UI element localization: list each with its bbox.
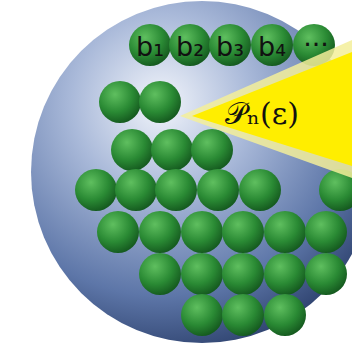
ball-label: b₁	[136, 33, 164, 60]
ball	[75, 169, 117, 211]
ball	[305, 211, 347, 253]
sphere	[31, 1, 352, 343]
ball	[111, 129, 153, 171]
ball	[264, 253, 306, 295]
ball	[129, 24, 171, 66]
ball	[305, 253, 347, 295]
wedge	[192, 52, 352, 166]
ball	[151, 129, 193, 171]
ball	[99, 81, 141, 123]
ball	[139, 211, 181, 253]
ball	[209, 24, 251, 66]
ball-packing	[75, 24, 352, 336]
ball	[139, 81, 181, 123]
ball	[191, 129, 233, 171]
ball	[264, 211, 306, 253]
ball	[222, 253, 264, 295]
ball	[169, 24, 211, 66]
ball	[222, 294, 264, 336]
region-label: 𝒫ₙ(ε)	[225, 99, 299, 129]
ball	[181, 211, 223, 253]
wedge-halo	[180, 40, 352, 178]
ball	[97, 211, 139, 253]
ball	[251, 24, 293, 66]
ball	[239, 169, 281, 211]
ball	[197, 169, 239, 211]
ball	[264, 294, 306, 336]
ball-label: b₄	[258, 33, 286, 60]
ball	[115, 169, 157, 211]
ball	[181, 253, 223, 295]
ball-label: b₃	[216, 33, 244, 60]
ball	[139, 253, 181, 295]
ellipsis-label: ···	[303, 31, 329, 58]
ball	[155, 169, 197, 211]
ball	[181, 294, 223, 336]
ball-label: b₂	[176, 33, 204, 60]
region-label-box: 𝒫ₙ(ε)	[225, 99, 299, 129]
ball	[222, 211, 264, 253]
